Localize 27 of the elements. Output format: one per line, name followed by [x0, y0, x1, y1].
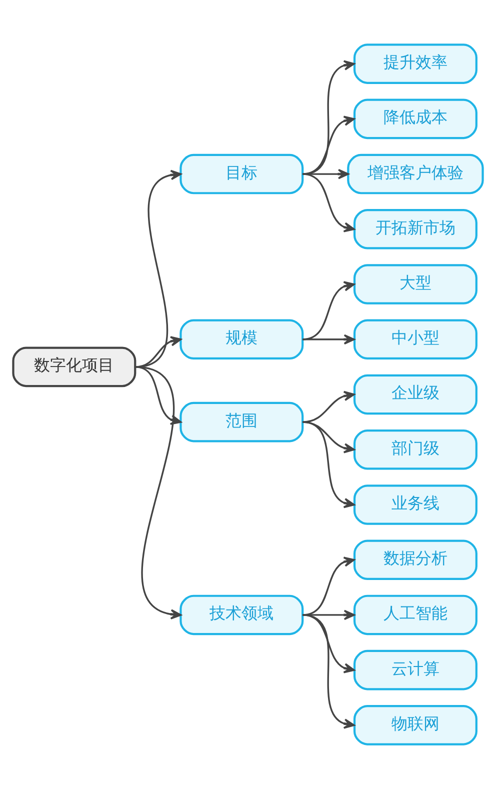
arrow	[302, 334, 354, 345]
arrow	[302, 281, 354, 340]
node-box: 开拓新市场	[352, 209, 477, 250]
node-box: 大型	[352, 264, 477, 304]
arrow	[302, 390, 354, 423]
node-box: 提升效率	[352, 44, 477, 84]
node-box: 范围	[179, 402, 304, 442]
node-box: 中小型	[352, 319, 477, 360]
arrow	[302, 421, 354, 508]
node-box: 目标	[179, 154, 304, 194]
arrow	[302, 614, 354, 729]
node-box: 数据分析	[352, 540, 477, 580]
arrow	[302, 173, 354, 232]
node-box: 企业级	[352, 374, 477, 415]
node-box: 业务线	[352, 484, 477, 525]
arrow	[302, 60, 354, 175]
node-box: 降低成本	[352, 98, 477, 140]
node-box: 物联网	[352, 705, 477, 746]
arrow	[302, 116, 354, 175]
node-box: 数字化项目	[12, 346, 136, 388]
node-box: 部门级	[352, 429, 477, 470]
node-box: 增强客户体验	[346, 154, 484, 194]
node-box: 规模	[179, 319, 304, 360]
node-box: 人工智能	[352, 594, 477, 636]
node-box: 技术领域	[179, 594, 304, 636]
node-box: 云计算	[352, 650, 477, 690]
arrow	[302, 168, 348, 180]
